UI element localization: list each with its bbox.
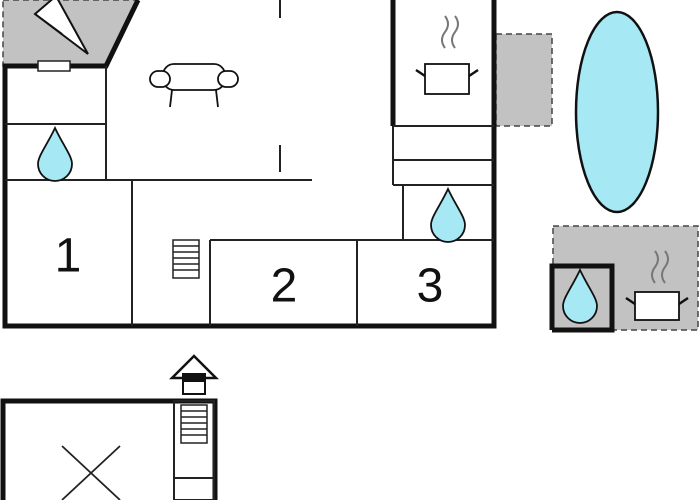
stairs-icon [172,239,200,279]
cooking-pot-icon [625,250,689,321]
room-label-1: 1 [55,230,82,283]
wall-annex [549,263,615,333]
window-icon [37,60,71,72]
wall-segment [173,400,215,500]
room-label-3: 3 [417,260,444,313]
wall-bottom-right [132,0,497,329]
void-cross-icon [61,445,121,500]
interior-walls [5,0,494,500]
water-drop-icon [430,186,466,243]
pool-icon [574,10,660,214]
cooking-pot-icon [415,15,479,95]
room-label-2: 2 [271,260,298,313]
water-drop-icon [37,125,73,182]
terrace-right-small [495,33,553,127]
water-drop-icon [562,267,598,324]
sofa-icon [149,63,239,108]
house-icon [168,354,220,395]
stairs-icon [180,404,208,444]
triangle-icon [33,0,89,55]
wall-left-wing [2,0,141,329]
